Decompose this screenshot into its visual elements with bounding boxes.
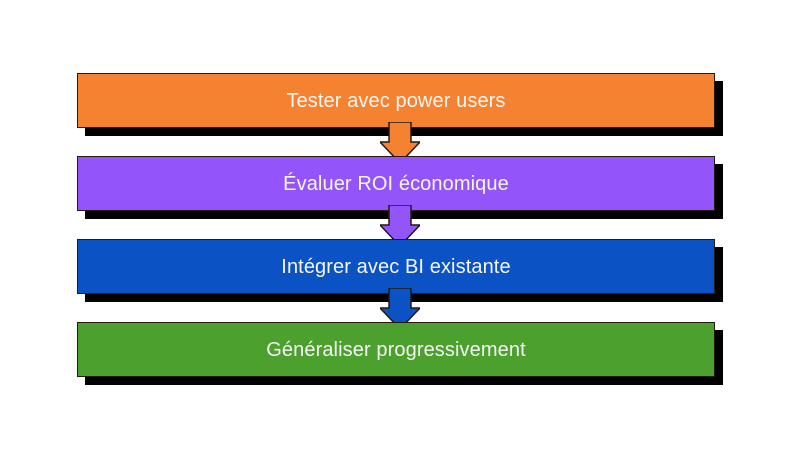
- flow-step-1-label: Tester avec power users: [286, 89, 506, 112]
- flow-step-1[interactable]: Tester avec power users: [77, 73, 715, 128]
- arrow-down-icon: [378, 287, 422, 331]
- flow-connector-3: [378, 287, 422, 331]
- arrow-down-shape: [378, 121, 422, 165]
- flow-step-3-label: Intégrer avec BI existante: [281, 255, 511, 278]
- arrow-down-shape: [378, 287, 422, 331]
- arrow-down-icon: [378, 204, 422, 248]
- arrow-down-icon: [378, 121, 422, 165]
- flow-step-4-label: Généraliser progressivement: [266, 338, 526, 361]
- flow-step-4[interactable]: Généraliser progressivement: [77, 322, 715, 377]
- flow-connector-1: [378, 121, 422, 165]
- arrow-down-shape: [378, 204, 422, 248]
- flow-connector-2: [378, 204, 422, 248]
- flow-step-2-label: Évaluer ROI économique: [283, 172, 509, 195]
- flow-step-2[interactable]: Évaluer ROI économique: [77, 156, 715, 211]
- flow-step-3[interactable]: Intégrer avec BI existante: [77, 239, 715, 294]
